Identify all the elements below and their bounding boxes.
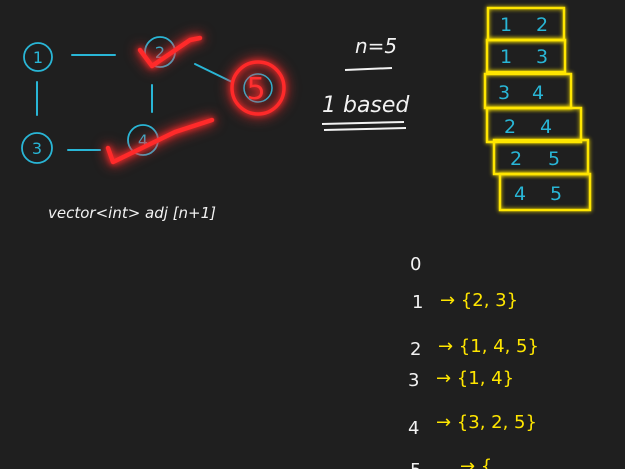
edge-row: 1 2 bbox=[486, 6, 566, 42]
adjacency-index: 0 bbox=[410, 254, 421, 275]
adjacency-index: 2 bbox=[410, 339, 421, 360]
adjacency-row: 2 → {1, 4, 5} bbox=[410, 336, 539, 360]
graph-node-label: 3 bbox=[32, 139, 42, 158]
edge-row: 1 3 bbox=[485, 38, 567, 74]
edge-row: 2 5 bbox=[492, 138, 590, 176]
graph-nodes: 1 2 3 4 5 bbox=[21, 36, 286, 164]
edge-row: 2 4 bbox=[485, 106, 583, 144]
adjacency-values: → { bbox=[460, 456, 492, 469]
adjacency-values: → {3, 2, 5} bbox=[436, 412, 537, 433]
adjacency-row: 1 → {2, 3} bbox=[412, 290, 518, 313]
edge-from: 1 bbox=[500, 14, 512, 36]
adjacency-values: → {1, 4} bbox=[436, 368, 514, 389]
checkmark-icon bbox=[137, 35, 203, 69]
graph-node-5: 5 bbox=[230, 60, 286, 116]
adjacency-declaration: vector<int> adj [n+1] bbox=[48, 204, 216, 222]
graph-edges bbox=[36, 54, 233, 151]
adjacency-row: 4 → {3, 2, 5} bbox=[408, 412, 537, 439]
graph-node-1: 1 bbox=[23, 42, 53, 72]
edge-from: 3 bbox=[498, 82, 510, 104]
edge-2-5 bbox=[194, 63, 233, 83]
edge-to: 5 bbox=[548, 148, 560, 170]
double-underline bbox=[321, 121, 407, 131]
adjacency-index: 4 bbox=[408, 418, 419, 439]
adjacency-index: 1 bbox=[412, 292, 423, 313]
graph-node-3: 3 bbox=[21, 132, 53, 164]
graph-node-label: 5 bbox=[246, 72, 265, 107]
graph-node-label: 4 bbox=[138, 131, 148, 150]
adjacency-list: 0 1 → {2, 3} 2 → {1, 4, 5} 3 → {1, 4} 4 … bbox=[408, 254, 539, 469]
edge-to: 5 bbox=[550, 183, 562, 205]
graph-node-label: 2 bbox=[155, 43, 165, 62]
edge-to: 2 bbox=[536, 14, 548, 36]
edge-from: 1 bbox=[500, 46, 512, 68]
n-equals-note: n=5 bbox=[355, 34, 397, 58]
underline bbox=[344, 67, 393, 71]
adjacency-index: 5 bbox=[410, 460, 421, 469]
adjacency-row: 3 → {1, 4} bbox=[408, 368, 514, 391]
checkmark-icon bbox=[105, 117, 215, 165]
edge-from: 2 bbox=[510, 148, 522, 170]
notes: n=5 1 based vector<int> adj [n+1] bbox=[48, 34, 410, 222]
graph-node-label: 1 bbox=[33, 48, 43, 67]
one-based-note: 1 based bbox=[322, 93, 410, 118]
edge-to: 3 bbox=[536, 46, 548, 68]
adjacency-values: → {2, 3} bbox=[440, 290, 518, 311]
edge-row: 3 4 bbox=[483, 72, 573, 110]
adjacency-index: 3 bbox=[408, 370, 419, 391]
edge-to: 4 bbox=[540, 116, 552, 138]
red-checkmarks bbox=[105, 35, 215, 165]
edge-from: 2 bbox=[504, 116, 516, 138]
adjacency-row: 0 bbox=[410, 254, 421, 275]
adjacency-values: → {1, 4, 5} bbox=[438, 336, 539, 357]
edge-row: 4 5 bbox=[498, 172, 592, 212]
edge-from: 4 bbox=[514, 183, 526, 205]
adjacency-row: 5 → { bbox=[410, 456, 492, 469]
edge-list: 1 2 1 3 3 4 2 4 2 5 4 5 bbox=[483, 6, 592, 212]
edge-to: 4 bbox=[532, 82, 544, 104]
